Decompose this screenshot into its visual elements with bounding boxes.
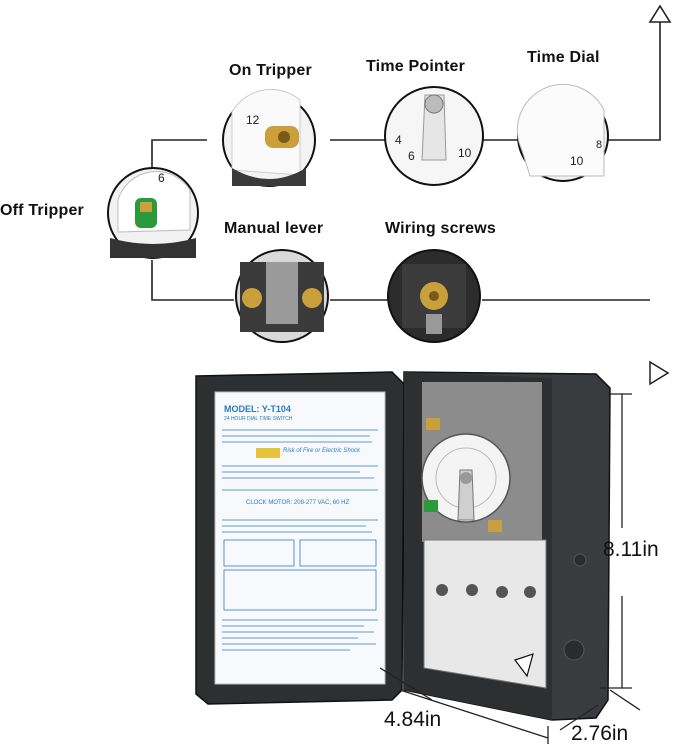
panel-subtitle-text: 24 HOUR DIAL TIME SWITCH: [224, 416, 293, 422]
triangle-marker-icon: [514, 653, 534, 678]
time-dial-label: Time Dial: [527, 49, 600, 66]
off-tripper-photo: 6: [107, 167, 199, 259]
panel-warning-text: Risk of Fire or Electric Shock: [283, 448, 361, 454]
on-tripper: [426, 418, 440, 430]
connector-lines: [151, 22, 661, 301]
panel-clock-motor-text: CLOCK MOTOR: 208-277 VAC, 60 HZ: [246, 500, 350, 506]
door-label-panel: [214, 391, 386, 685]
manual-lever-label: Manual lever: [224, 220, 324, 237]
panel-model-text: MODEL: Y-T104: [224, 404, 291, 414]
svg-text:8: 8: [596, 139, 602, 151]
off-tripper: [424, 500, 438, 512]
depth-dimension: 2.76in: [571, 722, 629, 745]
svg-text:12: 12: [246, 113, 260, 127]
height-dimension: 8.11in: [603, 538, 659, 561]
terminal-cover-plate: [423, 539, 547, 689]
up-arrow-icon: [648, 4, 672, 23]
on-tripper-label: On Tripper: [229, 62, 312, 79]
dimension-lines: [379, 393, 641, 744]
on-tripper-photo: 12: [222, 88, 316, 187]
right-arrow-icon: [649, 360, 670, 386]
svg-text:6: 6: [408, 149, 415, 163]
off-tripper-label: Off Tripper: [0, 202, 84, 219]
label-panel-text-lines: [222, 429, 378, 651]
connector-off-to-lever: [151, 260, 234, 301]
svg-text:6: 6: [158, 171, 165, 185]
svg-text:10: 10: [458, 146, 472, 160]
manual-lever-photo: [235, 249, 329, 343]
time-dial-photo: 10 8: [516, 83, 609, 182]
wiring-screws-photo: [387, 249, 481, 343]
width-dimension: 4.84in: [384, 708, 442, 731]
svg-text:10: 10: [570, 154, 584, 168]
svg-text:4: 4: [395, 133, 402, 147]
time-pointer-photo: 4 6 10: [384, 86, 484, 186]
connector-off-to-on: [151, 139, 207, 170]
connector-dial-to-arrow: [605, 22, 661, 141]
timer-box: [195, 371, 611, 721]
time-pointer: [457, 469, 475, 521]
wiring-screws-label: Wiring screws: [385, 220, 496, 237]
time-pointer-label: Time Pointer: [366, 58, 466, 75]
